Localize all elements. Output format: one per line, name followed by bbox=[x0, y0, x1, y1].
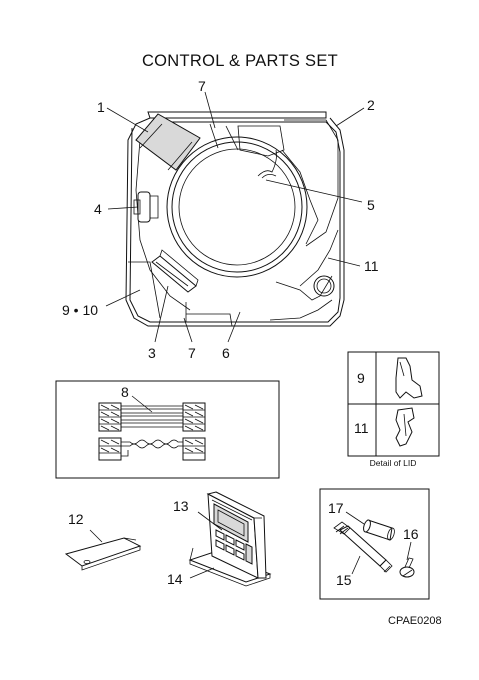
label-part-15: 15 bbox=[336, 572, 352, 588]
label-part-4: 4 bbox=[94, 201, 102, 217]
diagram-title: CONTROL & PARTS SET bbox=[142, 52, 338, 70]
lid-detail-row-9: 9 bbox=[357, 370, 365, 386]
terminal-strip bbox=[151, 249, 199, 293]
label-part-16: 16 bbox=[403, 526, 419, 542]
wiring-harness-panel bbox=[55, 380, 280, 479]
lid-detail-caption: Detail of LID bbox=[370, 458, 417, 468]
lid-detail-panel bbox=[347, 351, 440, 457]
label-part-17: 17 bbox=[328, 500, 344, 516]
drain-parts-panel bbox=[319, 488, 430, 600]
label-part-7-top: 7 bbox=[198, 78, 206, 94]
label-part-13: 13 bbox=[173, 498, 189, 514]
part-13-remote-controller bbox=[188, 491, 272, 587]
label-part-11: 11 bbox=[364, 258, 379, 274]
label-part-9-10: 9 • 10 bbox=[62, 302, 98, 318]
main-unit-drawing bbox=[105, 91, 365, 343]
label-part-2: 2 bbox=[367, 97, 375, 113]
label-part-1: 1 bbox=[97, 99, 105, 115]
label-part-7-bottom: 7 bbox=[188, 345, 196, 361]
label-part-12: 12 bbox=[68, 511, 84, 527]
label-part-8: 8 bbox=[121, 384, 129, 400]
part-12-plate bbox=[64, 529, 142, 571]
lid-detail-row-11: 11 bbox=[354, 420, 369, 436]
label-part-6: 6 bbox=[222, 345, 230, 361]
label-part-14: 14 bbox=[167, 571, 183, 587]
label-part-5: 5 bbox=[367, 197, 375, 213]
diagram-code: CPAE0208 bbox=[388, 615, 442, 627]
label-part-3: 3 bbox=[148, 345, 156, 361]
